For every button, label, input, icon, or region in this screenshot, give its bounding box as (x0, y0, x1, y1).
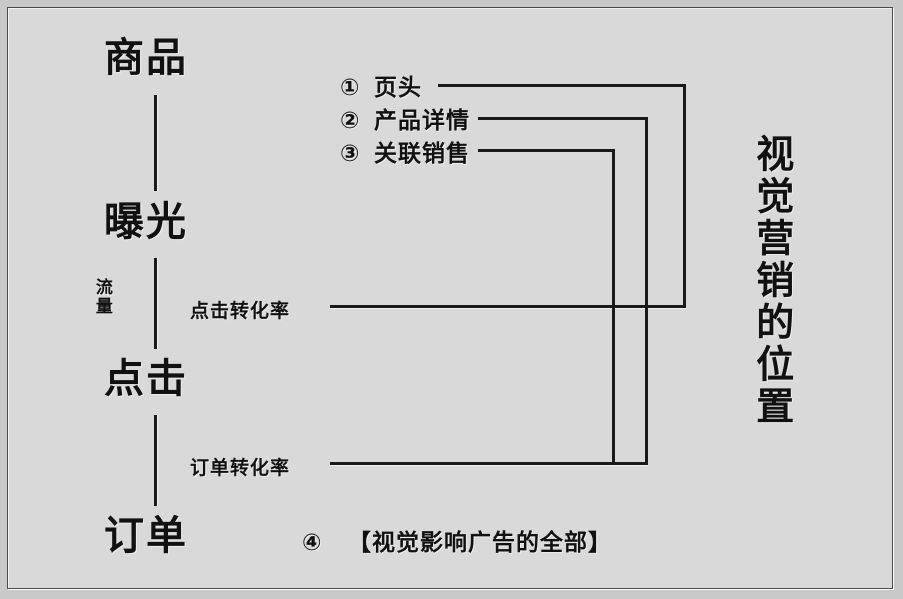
leader-line-click-rate (330, 305, 686, 308)
footnote-label-4: 【视觉影响广告的全部】 (348, 530, 612, 556)
funnel-stage-曝光: 曝光 (104, 199, 188, 245)
diagram-vertical-title: 视觉营销的位置 (749, 134, 794, 428)
funnel-connector-1 (154, 95, 157, 191)
bracket-connector-1 (438, 84, 686, 308)
funnel-connector-2 (154, 258, 157, 349)
touchpoint-number-3: ③ (340, 141, 361, 167)
funnel-connector-3 (154, 415, 157, 506)
touchpoint-label-3: 关联销售 (374, 141, 470, 167)
touchpoint-item-1: ① 页头 (340, 68, 422, 102)
touchpoint-item-3: ③ 关联销售 (340, 134, 470, 168)
touchpoint-label-2: 产品详情 (374, 108, 470, 134)
funnel-stage-订单: 订单 (104, 513, 188, 559)
footnote-number-4: ④ (302, 530, 323, 556)
conversion-label-click-rate: 点击转化率 (190, 300, 291, 322)
bracket-connector-3 (478, 149, 615, 465)
footnote-item-4: ④ 【视觉影响广告的全部】 (302, 523, 612, 557)
bracket-connector-2 (478, 117, 648, 465)
leader-line-order-rate (330, 462, 648, 465)
funnel-side-label-traffic: 流量 (91, 278, 112, 316)
conversion-label-order-rate: 订单转化率 (190, 457, 291, 479)
touchpoint-label-1: 页头 (374, 75, 422, 101)
funnel-stage-点击: 点击 (104, 356, 188, 402)
touchpoint-number-2: ② (340, 108, 361, 134)
touchpoint-number-1: ① (340, 75, 361, 101)
funnel-stage-商品: 商品 (104, 35, 188, 81)
touchpoint-item-2: ② 产品详情 (340, 101, 470, 135)
